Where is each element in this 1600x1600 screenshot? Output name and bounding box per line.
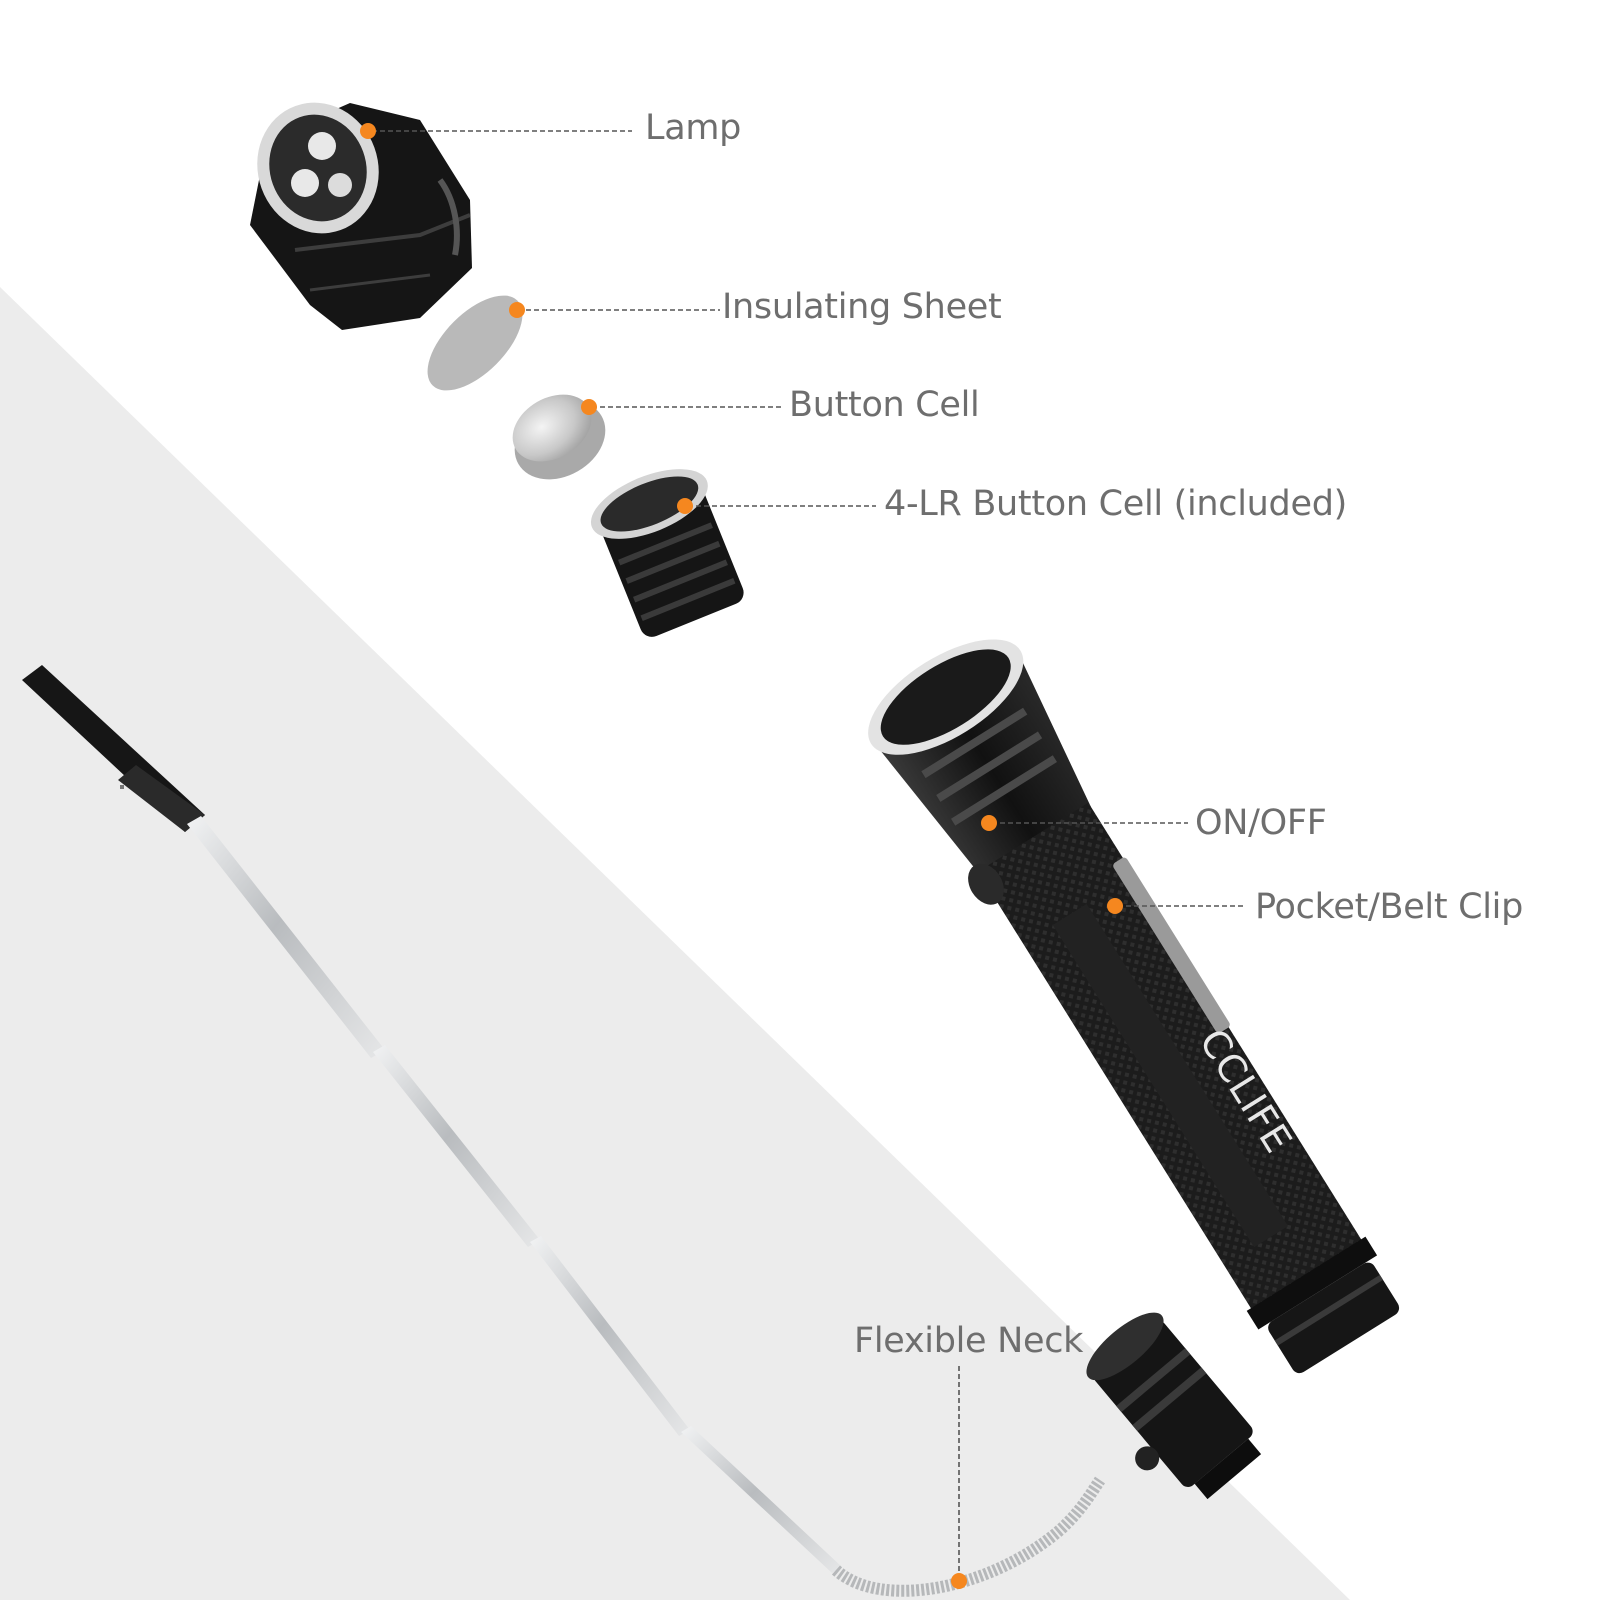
marker-flexible-neck [951, 1573, 967, 1589]
insulating-sheet-part [427, 295, 523, 391]
marker-button-cell [581, 399, 597, 415]
label-4lr-button-cell: 4-LR Button Cell (included) [884, 484, 1347, 524]
label-flexible-neck: Flexible Neck [854, 1321, 1084, 1361]
backdrop-triangle [0, 287, 1350, 1600]
marker-lamp [360, 123, 376, 139]
marker-pocket-clip [1107, 898, 1123, 914]
marker-4lr-button-cell [677, 498, 693, 514]
lamp-part [250, 102, 472, 330]
callout-markers [360, 123, 1123, 1589]
leader-lines [372, 130, 1245, 1575]
label-insulating-sheet: Insulating Sheet [722, 287, 1002, 327]
marker-insulating-sheet [509, 302, 525, 318]
label-pocket-belt-clip: Pocket/Belt Clip [1255, 887, 1524, 927]
label-button-cell: Button Cell [789, 385, 980, 425]
marker-on-off [981, 815, 997, 831]
label-lamp: Lamp [645, 108, 742, 148]
flashlight-body-part [868, 639, 1400, 1374]
button-cell-part [512, 394, 606, 480]
label-on-off: ON/OFF [1195, 803, 1327, 843]
extended-tool-part [22, 665, 1262, 1597]
battery-holder-part [590, 469, 744, 637]
